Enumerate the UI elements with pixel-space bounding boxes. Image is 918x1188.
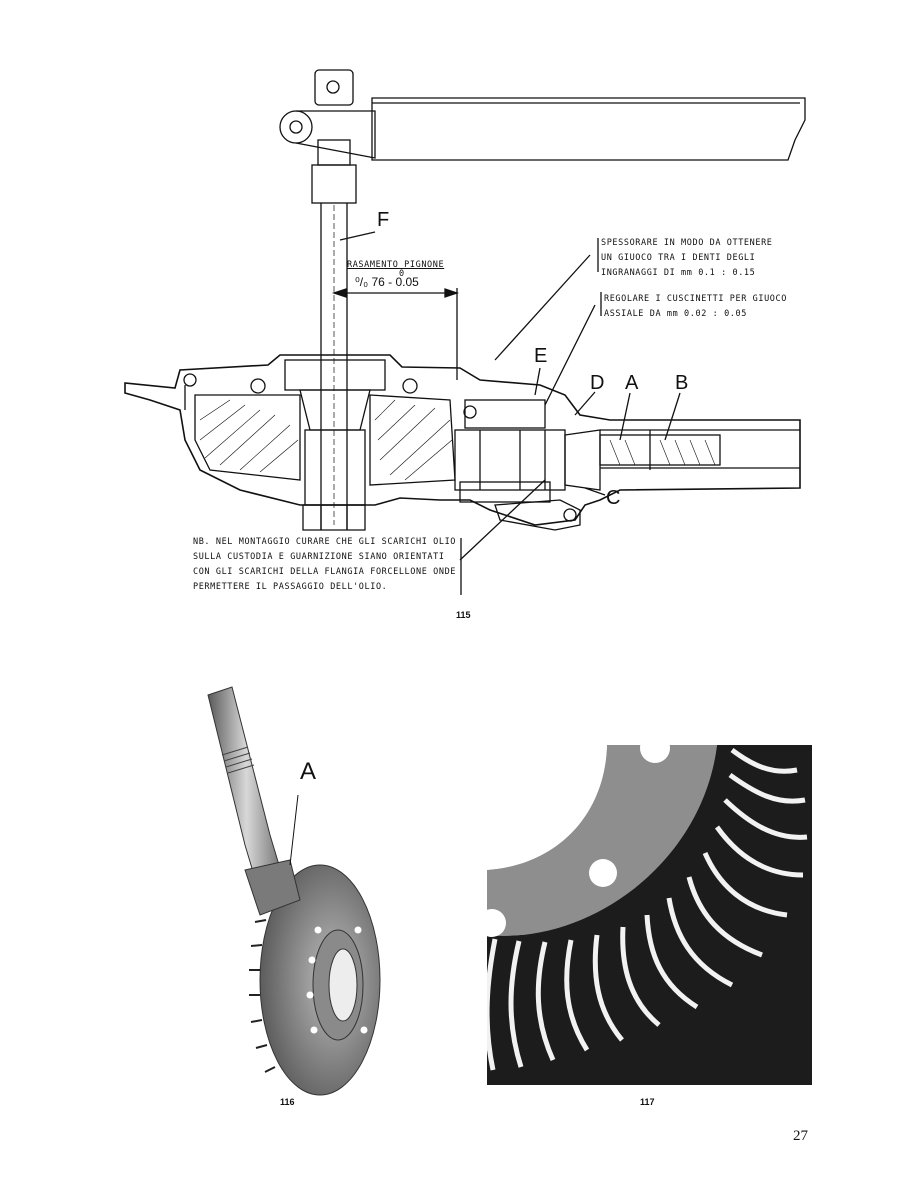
label-a: A xyxy=(625,372,639,394)
label-f: F xyxy=(377,209,390,231)
pinion-body xyxy=(454,429,566,491)
dimension-zero: 0 xyxy=(399,269,405,279)
crown-gear-closeup-photo xyxy=(487,745,812,1085)
page-number: 27 xyxy=(793,1128,808,1144)
housing-outline xyxy=(124,354,801,526)
caption-115: 115 xyxy=(456,610,471,620)
pinion-crown-gear-photo xyxy=(207,686,381,1096)
dimension-value: ⁰/₀ 76 - 0.05 xyxy=(355,275,419,289)
label-e: E xyxy=(534,345,548,367)
dimension-title: RASAMENTO PIGNONE xyxy=(347,260,445,270)
tool-clamp-top xyxy=(314,69,354,106)
tool-eye xyxy=(279,110,313,144)
label-a-photo: A xyxy=(300,758,317,785)
caption-117: 117 xyxy=(640,1097,655,1107)
bevel-gear-assembly-drawing xyxy=(124,69,806,595)
caption-116: 116 xyxy=(280,1097,295,1107)
bearing-seat xyxy=(284,359,386,391)
note-shim: SPESSORARE IN MODO DA OTTENERE UN GIUOCO… xyxy=(601,238,773,278)
label-b: B xyxy=(675,372,689,394)
label-c: C xyxy=(606,487,621,509)
pinion-nut xyxy=(302,504,366,531)
tool-arm xyxy=(371,97,806,161)
note-bearings: REGOLARE I CUSCINETTI PER GIUOCO ASSIALE… xyxy=(604,294,787,319)
tool-collar xyxy=(311,164,357,204)
note-nb: NB. NEL MONTAGGIO CURARE CHE GLI SCARICH… xyxy=(193,537,457,592)
label-d: D xyxy=(590,372,605,394)
